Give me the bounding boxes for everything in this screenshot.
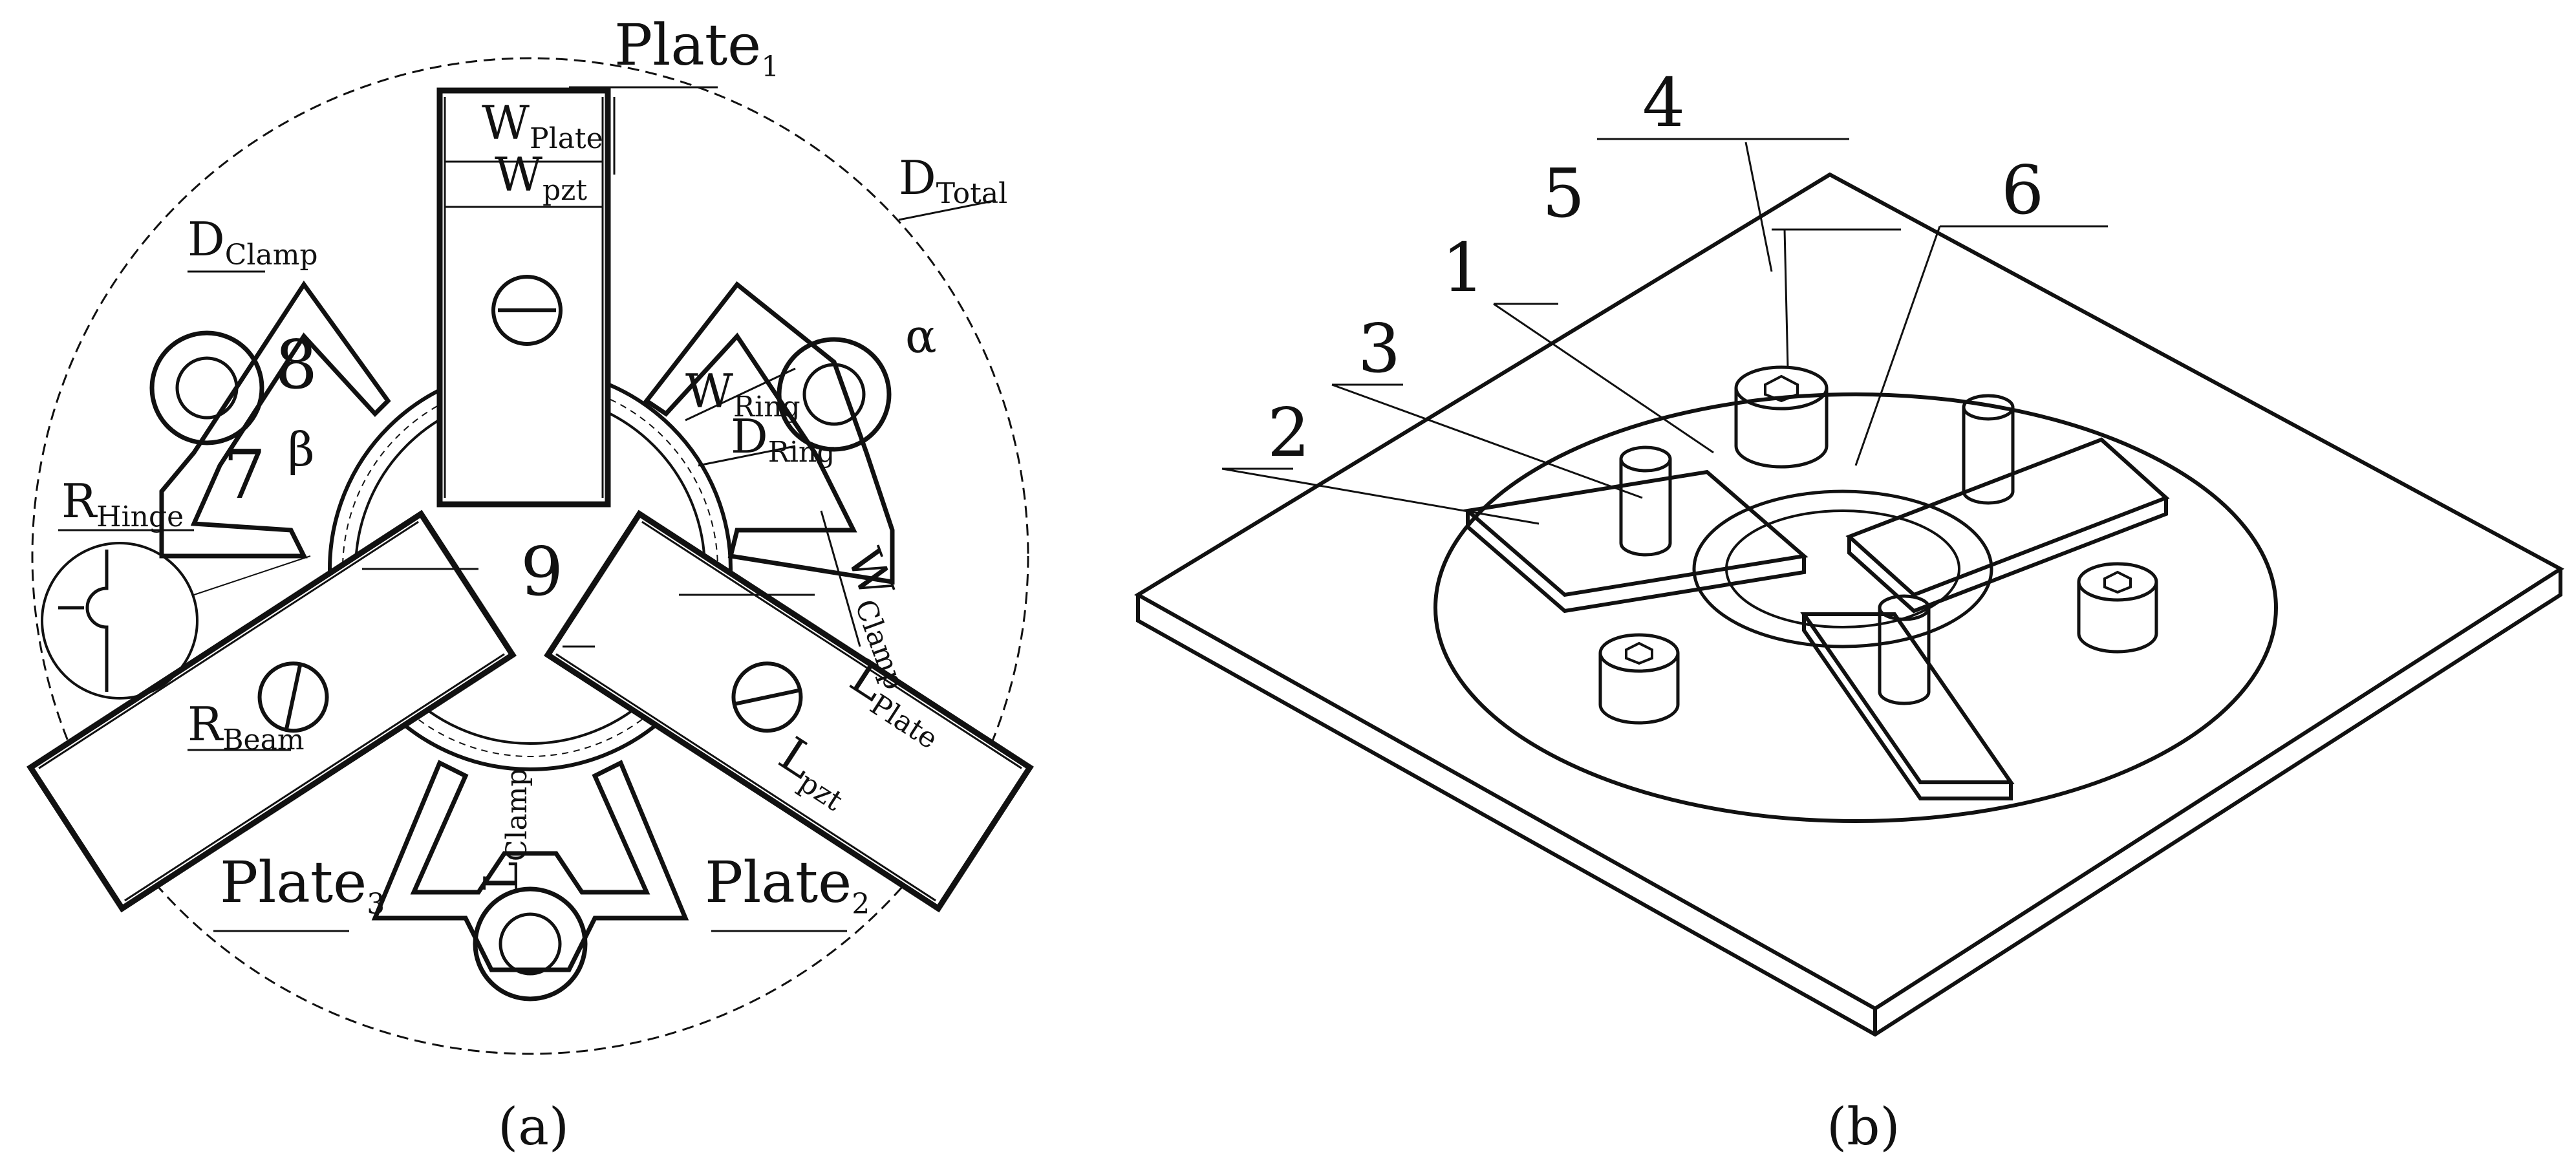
part-7-label: 7 bbox=[223, 435, 266, 514]
plate-1-label: Plate1 bbox=[614, 12, 779, 83]
plate-3-label: Plate3 bbox=[220, 849, 385, 921]
clamp-arm-upper-left bbox=[149, 280, 391, 559]
alpha-label: α bbox=[905, 309, 937, 363]
pin-bottom bbox=[1878, 594, 1931, 705]
clamp-arm-bottom bbox=[371, 760, 689, 1001]
hinge-detail-circle bbox=[41, 542, 199, 700]
w-ring-label: WRing bbox=[685, 364, 800, 423]
clamp-arm-upper-right bbox=[643, 281, 895, 585]
pin-left bbox=[1619, 445, 1672, 557]
leader-lines-b bbox=[1221, 138, 2108, 525]
d-total-label: DTotal bbox=[899, 151, 1007, 210]
plate-b-left bbox=[1463, 469, 1809, 614]
plate-2 bbox=[544, 509, 1034, 913]
part-b-3-label: 3 bbox=[1358, 309, 1401, 388]
pin-right bbox=[1962, 394, 2015, 505]
d-clamp-label: DClamp bbox=[188, 212, 318, 272]
d-ring-label: DRing bbox=[731, 409, 835, 469]
screw-left bbox=[1598, 633, 1680, 725]
beta-label: β bbox=[288, 422, 315, 476]
panel-b-caption: (b) bbox=[1827, 1097, 1900, 1157]
plate-3 bbox=[27, 509, 517, 913]
total-diameter-circle bbox=[31, 57, 1029, 1055]
panel-a-caption: (a) bbox=[498, 1097, 569, 1157]
screw-top bbox=[1734, 365, 1829, 469]
part-b-1-label: 1 bbox=[1442, 228, 1485, 307]
panel-b: 1 2 3 4 5 6 (b) bbox=[1134, 63, 2564, 1157]
r-beam-label: RBeam bbox=[188, 697, 305, 756]
l-clamp-label: LClamp bbox=[474, 768, 533, 892]
plate-b-bottom bbox=[1800, 612, 2015, 800]
w-plate-label: WPlate bbox=[482, 96, 603, 155]
part-b-6-label: 6 bbox=[2001, 151, 2044, 230]
plate-2-label: Plate2 bbox=[705, 849, 870, 921]
plate-1 bbox=[436, 87, 611, 508]
w-pzt-label: Wpzt bbox=[495, 147, 587, 207]
part-b-5-label: 5 bbox=[1542, 154, 1585, 233]
part-b-4-label: 4 bbox=[1642, 63, 1685, 142]
panel-a: Plate1 Plate2 Plate3 WPlate Wpzt DTotal … bbox=[27, 12, 1034, 1157]
screw-right bbox=[2077, 562, 2158, 654]
dimension-lines bbox=[58, 86, 996, 932]
part-b-2-label: 2 bbox=[1267, 393, 1310, 472]
recess-ellipse bbox=[1433, 392, 2278, 823]
part-9-label: 9 bbox=[521, 532, 563, 611]
plate-b-right bbox=[1845, 437, 2170, 614]
base-plate bbox=[1134, 172, 2564, 1011]
part-8-label: 8 bbox=[275, 325, 317, 404]
r-hinge-label: RHinge bbox=[61, 474, 184, 533]
